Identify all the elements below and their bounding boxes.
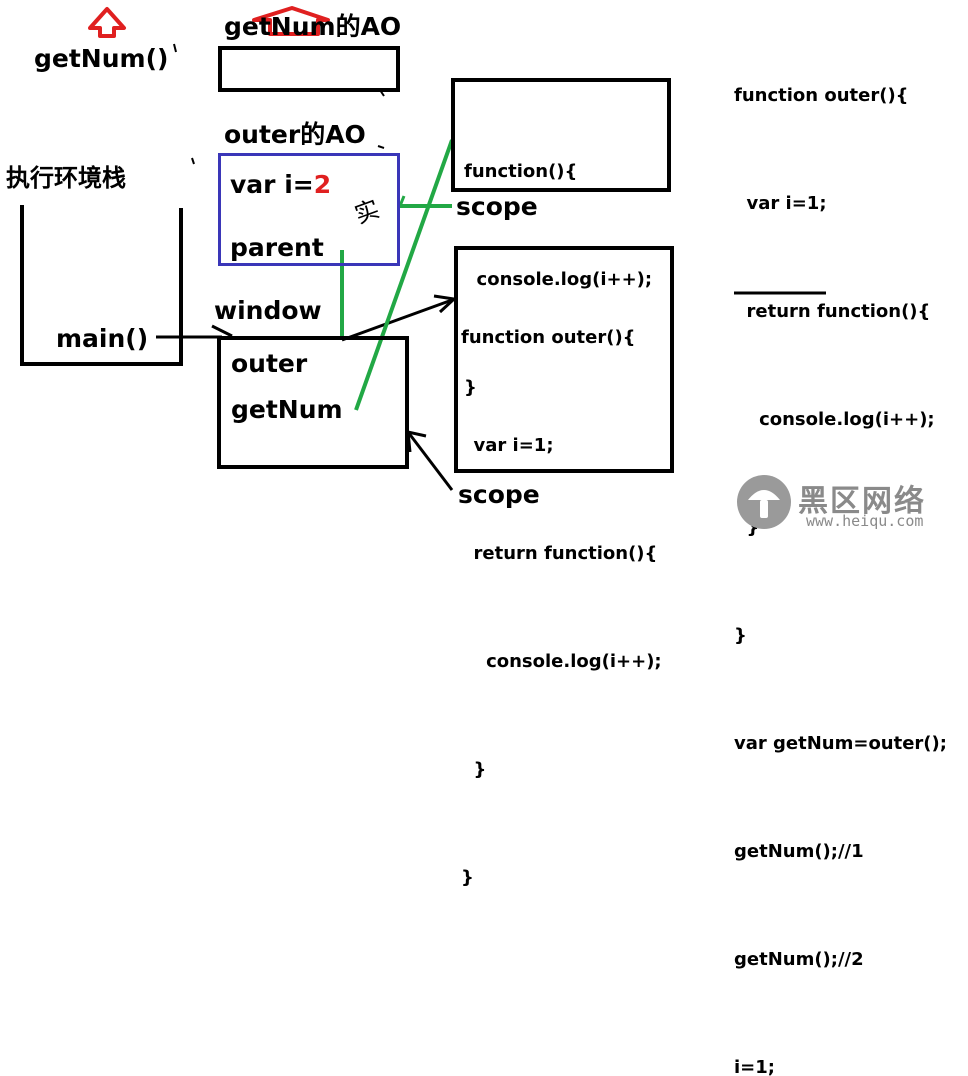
getnum-call-label: getNum(): [34, 44, 169, 73]
code-line: function(){: [464, 161, 578, 182]
var-label: var i=: [230, 170, 314, 199]
code-line: }: [734, 625, 747, 646]
connector-layer: [20, 6, 826, 491]
watermark: 黑区网络 www.heiqu.com: [736, 472, 962, 532]
code-line: console.log(i++);: [734, 409, 935, 430]
window-item-getnum: getNum: [231, 395, 343, 424]
code-line: return function(){: [734, 301, 931, 322]
outer-ao-title: outer的AO: [224, 120, 366, 149]
code-line: getNum();//1: [734, 841, 864, 862]
code-line: getNum();//2: [734, 949, 864, 970]
outer-ao-parent: parent: [230, 233, 324, 262]
outer-function-box: [454, 246, 674, 473]
code-line: var i=1;: [461, 435, 554, 456]
code-line: i=1;: [734, 1057, 775, 1076]
outer-ao-box: [218, 153, 400, 266]
scope-label-top: scope: [456, 192, 538, 221]
getnum-ao-title: getNum的AO: [224, 12, 402, 41]
watermark-url: www.heiqu.com: [806, 512, 924, 530]
code-line: return function(){: [461, 543, 658, 564]
window-title: window: [214, 296, 322, 325]
code-line: function outer(){: [461, 327, 636, 348]
scope-label-bottom: scope: [458, 480, 540, 509]
watermark-name: 黑区网络: [798, 484, 926, 519]
outer-ao-var-line: var i=2: [230, 172, 331, 197]
exec-stack-container: [20, 205, 183, 366]
code-line: console.log(i++);: [464, 269, 653, 290]
mushroom-logo-icon: [737, 475, 791, 529]
code-line: }: [464, 377, 477, 398]
bottom-scope-arrow: [406, 431, 454, 491]
code-line: }: [461, 759, 487, 780]
inner-function-box: [451, 78, 671, 192]
code-line: var getNum=outer();: [734, 733, 947, 754]
code-panel: function outer(){ var i=1; return functi…: [734, 6, 947, 1076]
green-closure-link: [354, 139, 454, 411]
main-call-label: main(): [56, 324, 149, 353]
getnum-ao-box: [218, 46, 400, 92]
red-up-arrow-icon: [252, 6, 330, 36]
code-line: console.log(i++);: [461, 651, 662, 672]
exec-stack-title: 执行环境栈: [6, 164, 126, 192]
code-line: }: [461, 867, 474, 888]
outer-scope-arrow: [341, 298, 453, 342]
code-line: function outer(){: [734, 85, 909, 106]
window-item-outer: outer: [231, 349, 308, 378]
var-value: 2: [313, 170, 332, 199]
red-up-arrow-icon: [88, 7, 126, 38]
outer-function-code: function outer(){ var i=1; return functi…: [461, 248, 662, 932]
inner-function-code: function(){ console.log(i++); }: [464, 82, 652, 442]
code-line: var i=1;: [734, 193, 827, 214]
window-box: [217, 336, 409, 469]
